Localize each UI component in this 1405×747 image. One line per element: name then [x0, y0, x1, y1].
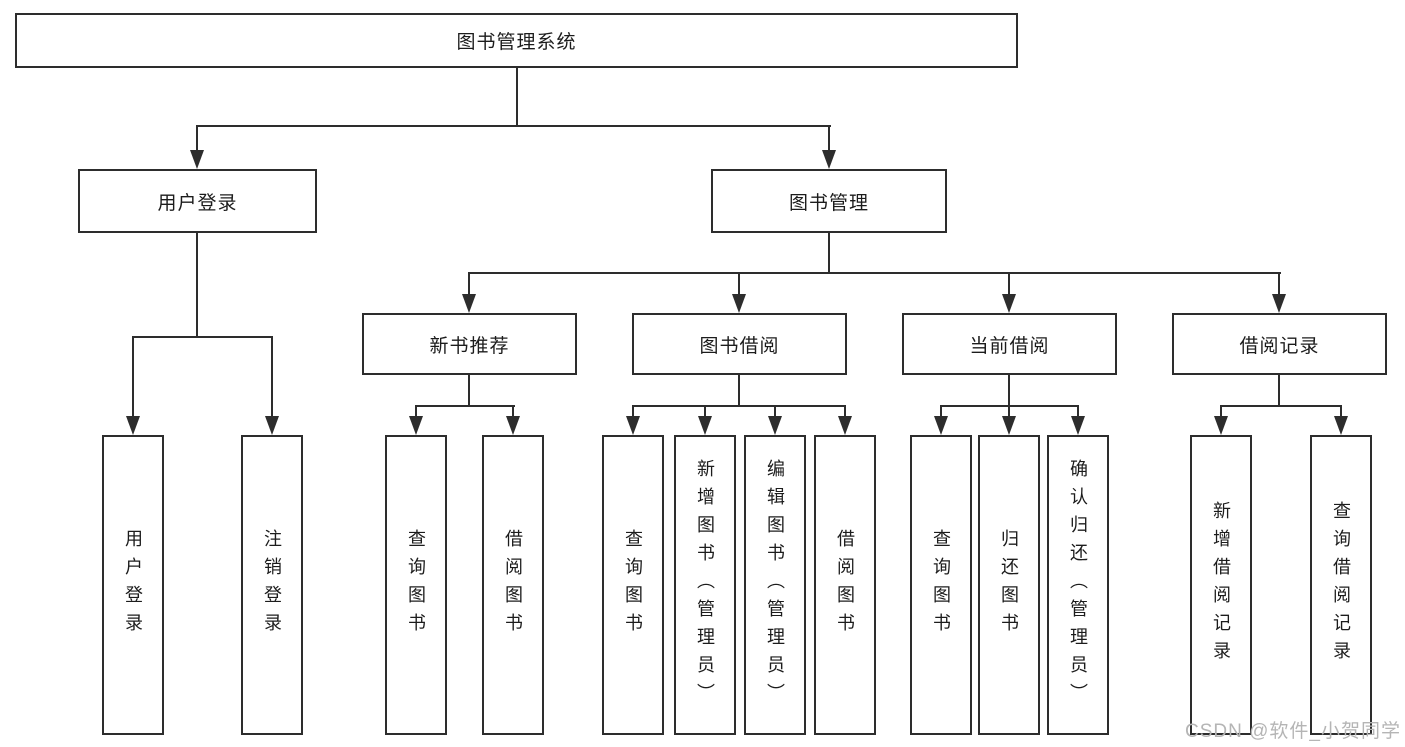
leaf-borrow-books: 借阅图书 — [814, 435, 876, 735]
leaf-confirm-return-admin: 确认归还（管理员） — [1047, 435, 1109, 735]
node-current-borrowing: 当前借阅 — [902, 313, 1117, 375]
leaf-query-borrow-record: 查询借阅记录 — [1310, 435, 1372, 735]
connector-arrow-icon — [838, 416, 852, 435]
node-book-borrowing: 图书借阅 — [632, 313, 847, 375]
connector-line — [196, 125, 831, 127]
connector-line — [415, 405, 515, 407]
connector-arrow-icon — [1071, 416, 1085, 435]
connector-line — [1008, 272, 1010, 296]
connector-line — [468, 272, 470, 296]
node-borrowing-records: 借阅记录 — [1172, 313, 1387, 375]
connector-line — [512, 405, 514, 418]
connector-arrow-icon — [126, 416, 140, 435]
connector-arrow-icon — [768, 416, 782, 435]
connector-line — [196, 125, 198, 152]
connector-line — [1220, 405, 1342, 407]
connector-line — [738, 272, 740, 296]
connector-arrow-icon — [1214, 416, 1228, 435]
connector-line — [1077, 405, 1079, 418]
leaf-user-login: 用户登录 — [102, 435, 164, 735]
connector-arrow-icon — [732, 294, 746, 313]
connector-arrow-icon — [698, 416, 712, 435]
leaf-return-books: 归还图书 — [978, 435, 1040, 735]
leaf-add-book-admin: 新增图书（管理员） — [674, 435, 736, 735]
connector-arrow-icon — [934, 416, 948, 435]
connector-line — [1278, 272, 1280, 296]
connector-line — [1278, 375, 1280, 407]
watermark: CSDN @软件_小贺同学 — [1185, 721, 1401, 742]
leaf-add-borrow-record: 新增借阅记录 — [1190, 435, 1252, 735]
leaf-logout: 注销登录 — [241, 435, 303, 735]
node-root: 图书管理系统 — [15, 13, 1018, 68]
connector-line — [1008, 375, 1010, 407]
connector-line — [1220, 405, 1222, 418]
connector-line — [940, 405, 942, 418]
node-new-book-recommendation: 新书推荐 — [362, 313, 577, 375]
connector-line — [774, 405, 776, 418]
connector-line — [132, 336, 273, 338]
leaf-query-books-borrowing: 查询图书 — [602, 435, 664, 735]
connector-arrow-icon — [1002, 294, 1016, 313]
connector-line — [1008, 405, 1010, 418]
leaf-borrow-books-recommend: 借阅图书 — [482, 435, 544, 735]
leaf-query-books-recommend: 查询图书 — [385, 435, 447, 735]
connector-line — [828, 125, 830, 152]
connector-arrow-icon — [1002, 416, 1016, 435]
connector-line — [132, 336, 134, 417]
connector-arrow-icon — [462, 294, 476, 313]
connector-arrow-icon — [822, 150, 836, 169]
connector-arrow-icon — [1334, 416, 1348, 435]
connector-line — [468, 375, 470, 407]
connector-line — [828, 233, 830, 274]
connector-line — [844, 405, 846, 418]
connector-line — [738, 375, 740, 407]
connector-arrow-icon — [409, 416, 423, 435]
connector-line — [632, 405, 634, 418]
leaf-edit-book-admin: 编辑图书（管理员） — [744, 435, 806, 735]
connector-arrow-icon — [190, 150, 204, 169]
connector-arrow-icon — [265, 416, 279, 435]
node-book-management: 图书管理 — [711, 169, 947, 233]
connector-arrow-icon — [626, 416, 640, 435]
connector-line — [468, 272, 1281, 274]
connector-arrow-icon — [506, 416, 520, 435]
connector-line — [704, 405, 706, 418]
connector-line — [632, 405, 846, 407]
connector-line — [196, 233, 198, 338]
connector-line — [271, 336, 273, 417]
node-user-login: 用户登录 — [78, 169, 317, 233]
connector-line — [415, 405, 417, 418]
leaf-query-books-current: 查询图书 — [910, 435, 972, 735]
connector-line — [1340, 405, 1342, 418]
connector-arrow-icon — [1272, 294, 1286, 313]
connector-line — [516, 68, 518, 127]
